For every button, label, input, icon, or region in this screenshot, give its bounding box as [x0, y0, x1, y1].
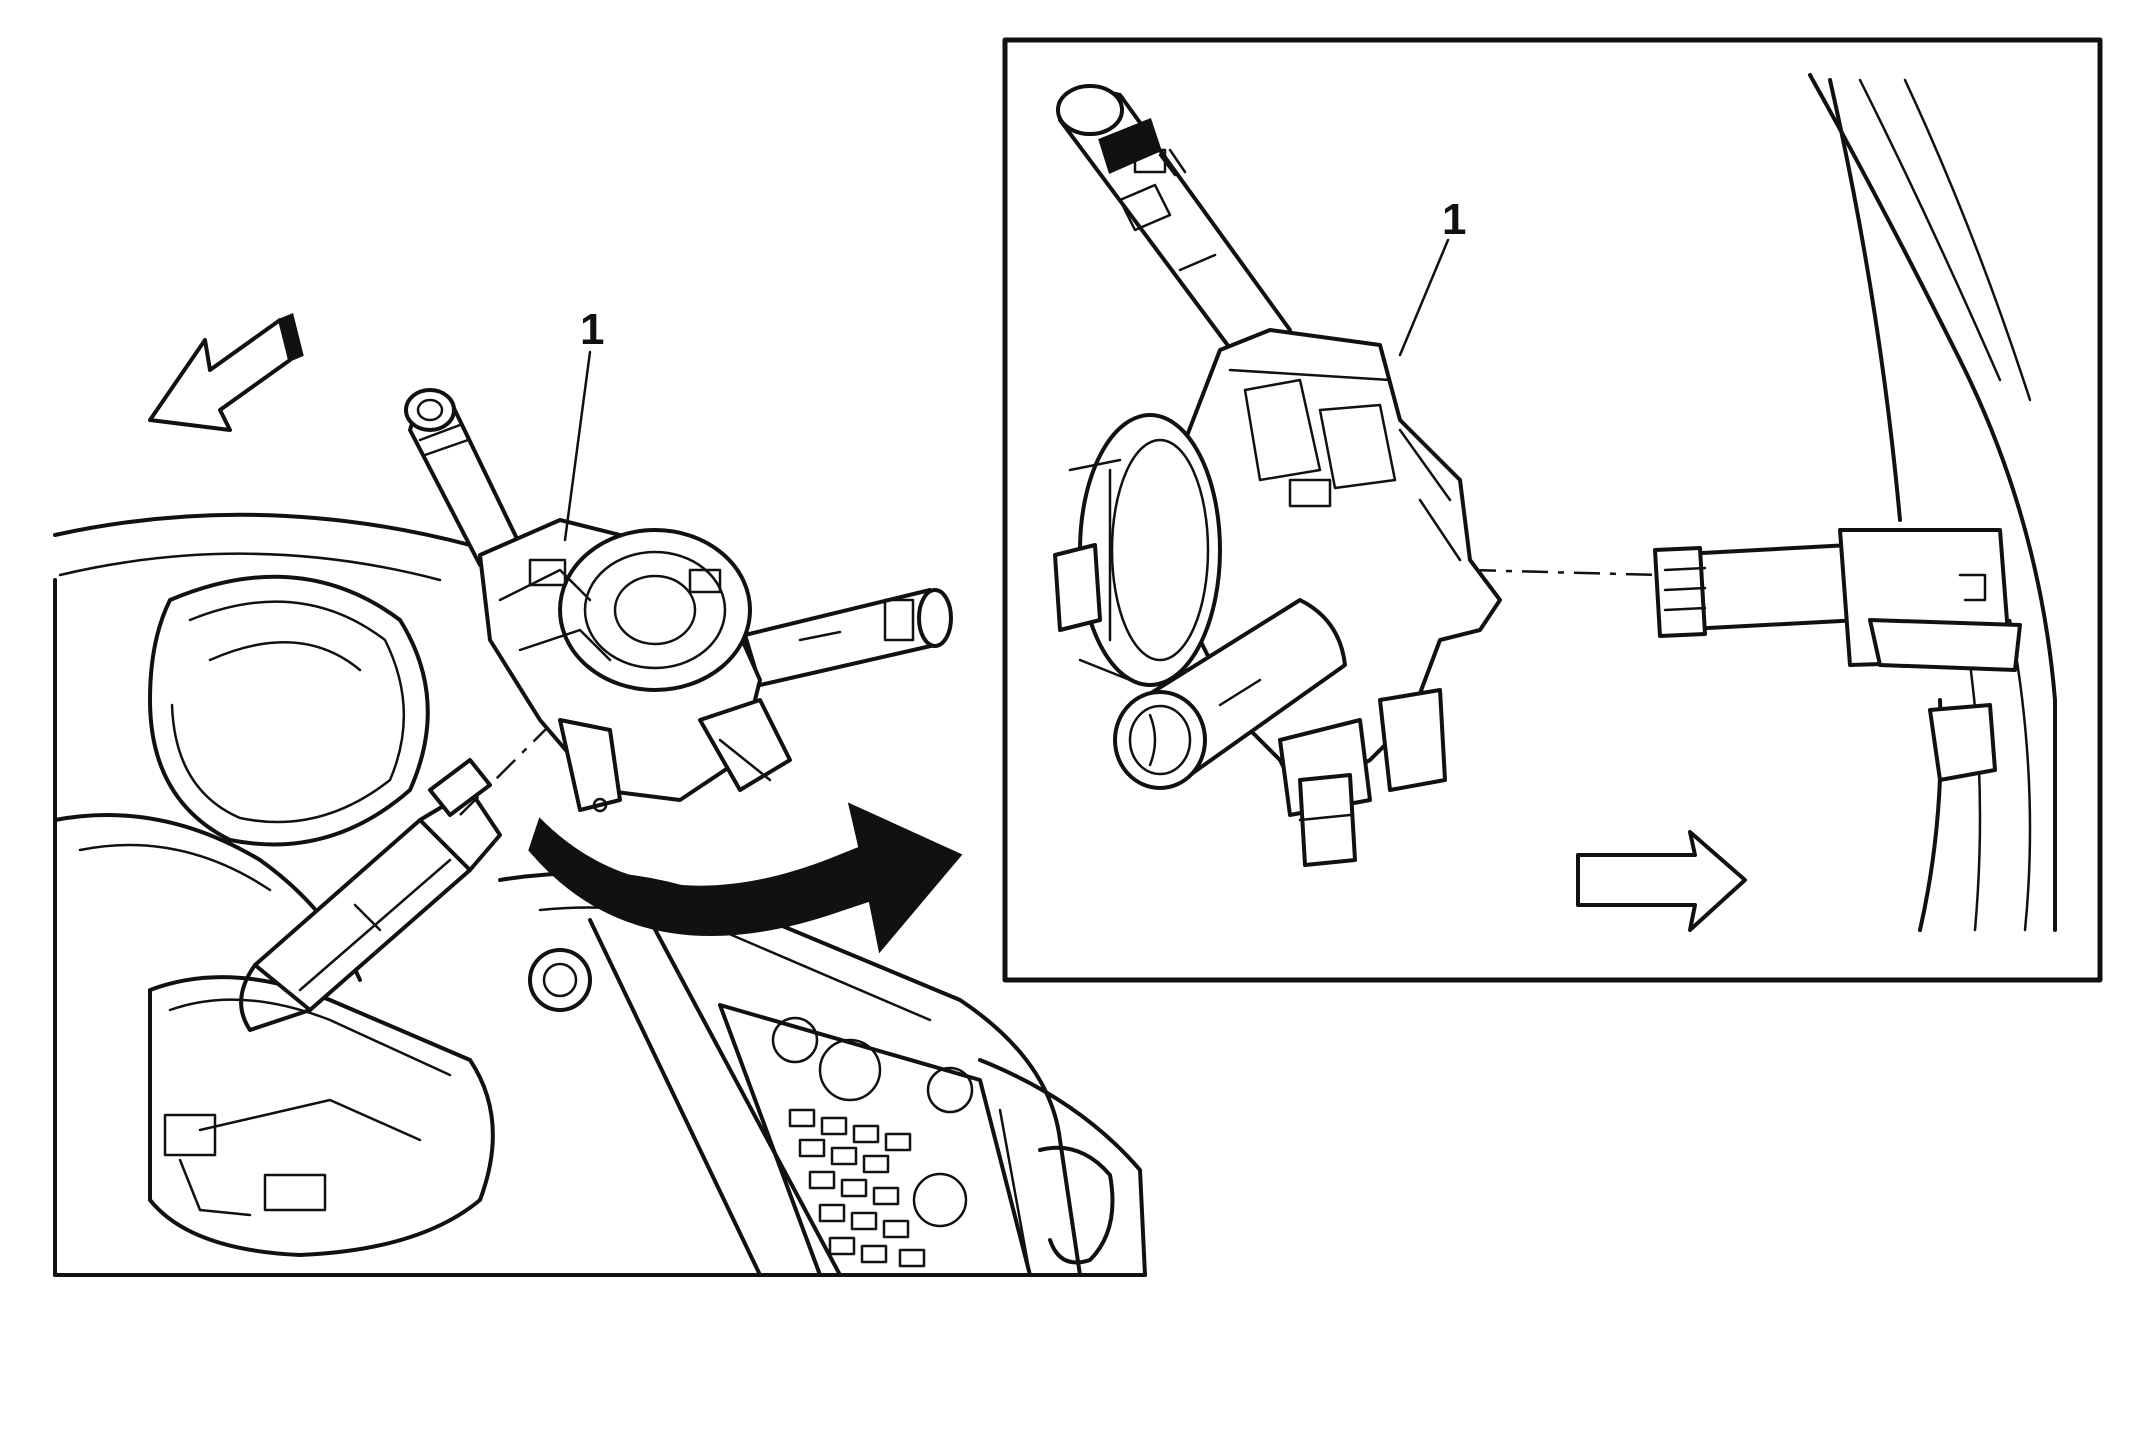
- leader-line-inset: [1398, 238, 1450, 357]
- radio-buttons: [788, 1108, 926, 1268]
- alignment-line-inset: [1469, 568, 1661, 577]
- main-view: [53, 312, 1147, 1277]
- clockspring-assembly-inset: [1053, 84, 1502, 867]
- curved-solid-arrow-right-icon: [528, 802, 963, 954]
- clockspring-assembly-main: [404, 388, 953, 813]
- hollow-arrow-left-icon: [148, 312, 304, 432]
- callout-label-inset: 1: [1442, 195, 1467, 244]
- hollow-arrow-right-icon: [1576, 830, 1747, 932]
- steering-column-shaft: [239, 758, 502, 1032]
- inset-frame: [1002, 37, 2103, 983]
- leader-line-main: [563, 350, 592, 542]
- callout-label-main: 1: [580, 305, 605, 354]
- inset-view: [1002, 37, 2103, 983]
- inset-steering-column: [1653, 73, 2057, 932]
